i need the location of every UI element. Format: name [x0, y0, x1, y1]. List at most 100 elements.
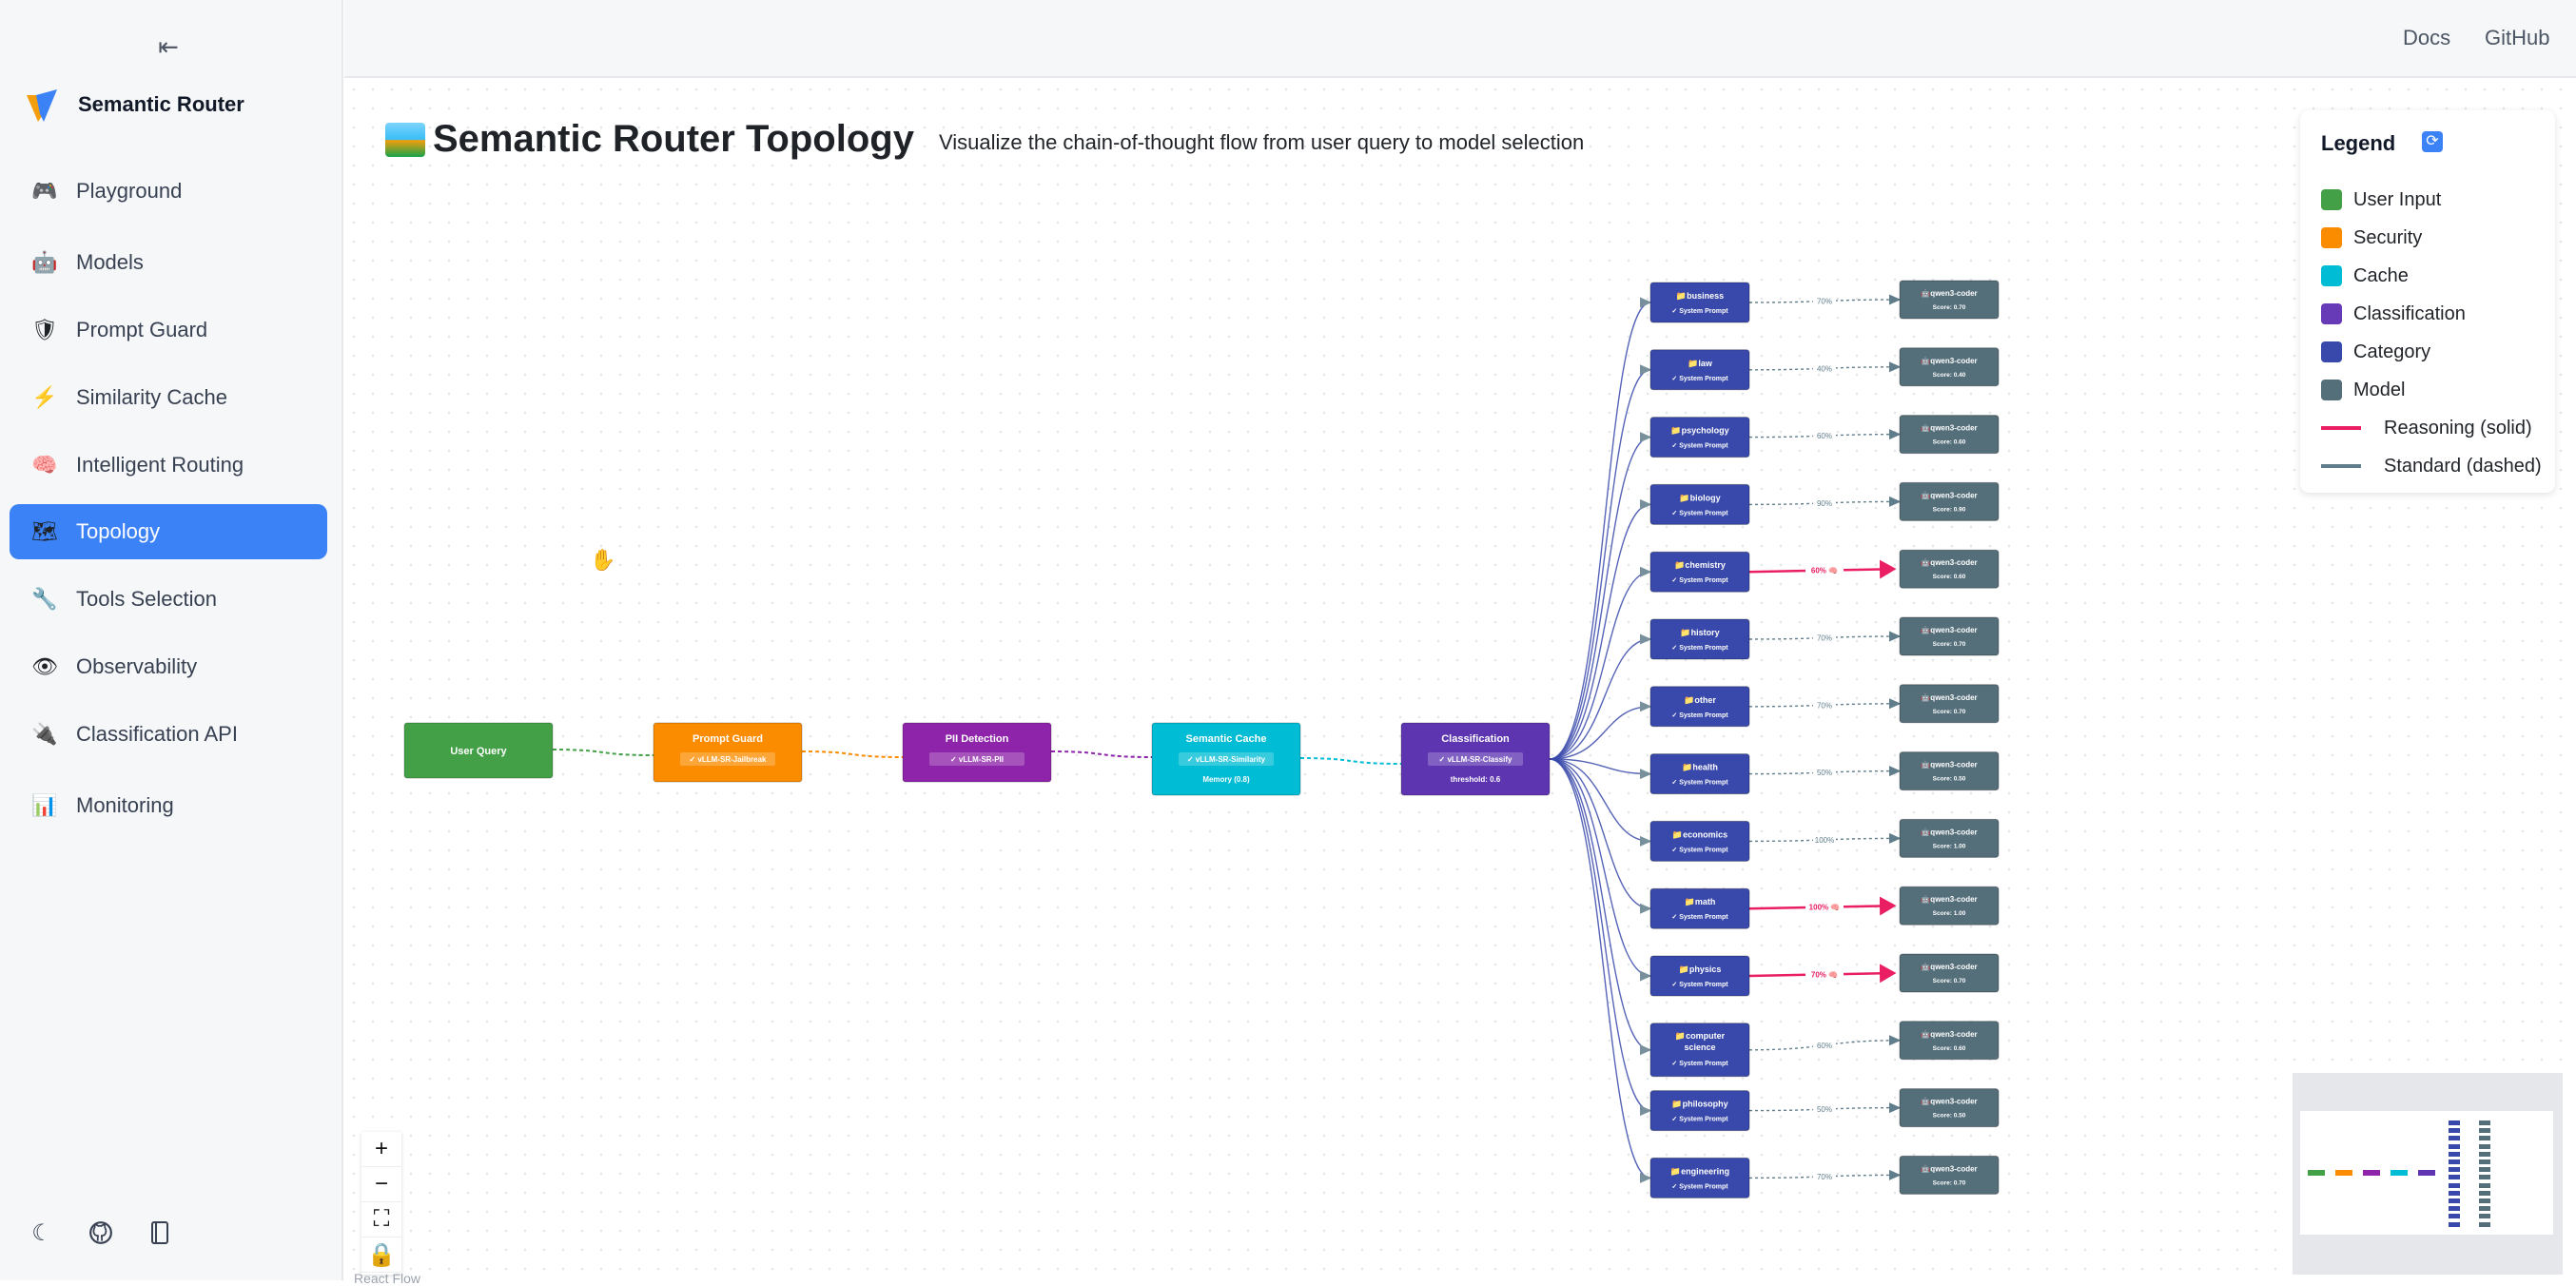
- github-icon[interactable]: [88, 1219, 114, 1246]
- zoom-out-button[interactable]: −: [361, 1167, 401, 1202]
- moon-icon[interactable]: ☾: [31, 1219, 52, 1246]
- category-node[interactable]: 📁philosophy✓ System Prompt: [1649, 1090, 1750, 1132]
- sidebar-item-models[interactable]: 🤖Models: [10, 235, 327, 290]
- category-node[interactable]: 📁economics✓ System Prompt: [1649, 820, 1750, 862]
- model-name: 🤖qwen3-coder: [1921, 557, 1977, 567]
- sidebar-item-label: Similarity Cache: [76, 385, 227, 409]
- category-node[interactable]: 📁engineering✓ System Prompt: [1649, 1157, 1750, 1198]
- edge-percent: 40%: [1817, 364, 1832, 373]
- sidebar-item-similarity-cache[interactable]: ⚡Similarity Cache: [10, 370, 327, 425]
- model-edge: 40%: [1748, 361, 1902, 374]
- hand-cursor-icon: ✋: [590, 548, 615, 572]
- sidebar-item-monitoring[interactable]: 📊Monitoring: [10, 778, 327, 833]
- category-node[interactable]: 📁health✓ System Prompt: [1649, 753, 1750, 795]
- category-node[interactable]: 📁math✓ System Prompt: [1649, 887, 1750, 929]
- category-node[interactable]: 📁other✓ System Prompt: [1649, 686, 1750, 728]
- sidebar-item-prompt-guard[interactable]: 🛡Prompt Guard: [10, 302, 327, 358]
- category-node[interactable]: 📁psychology✓ System Prompt: [1649, 417, 1750, 458]
- docs-link[interactable]: Docs: [2403, 26, 2451, 49]
- brand[interactable]: Semantic Router: [23, 84, 244, 126]
- legend-label: Security: [2353, 226, 2423, 248]
- github-link[interactable]: GitHub: [2485, 26, 2550, 49]
- attribution[interactable]: React Flow: [354, 1271, 421, 1286]
- sidebar-item-classification-api[interactable]: 🔌Classification API: [10, 707, 327, 762]
- category-name: science: [1684, 1042, 1715, 1052]
- category-node[interactable]: 📁chemistry✓ System Prompt: [1649, 551, 1750, 593]
- pipeline-node-pii-detection[interactable]: PII Detection✓ vLLM-SR-PII: [902, 722, 1052, 783]
- category-node[interactable]: 📁law✓ System Prompt: [1649, 349, 1750, 391]
- classification-edge: [1549, 758, 1652, 1117]
- topology-graph[interactable]: 70%40%60%90%60% 🧠70%70%50%100%100% 🧠70% …: [344, 80, 2576, 1280]
- model-edge: 50%: [1748, 1102, 1902, 1115]
- sidebar-item-intelligent-routing[interactable]: 🧠Intelligent Routing: [10, 438, 327, 493]
- sidebar-item-playground[interactable]: 🎮Playground: [10, 164, 327, 219]
- category-sub: ✓ System Prompt: [1671, 914, 1728, 921]
- flow-canvas[interactable]: [344, 80, 2576, 1280]
- map-icon: 🗺: [31, 519, 58, 543]
- category-sub: ✓ System Prompt: [1671, 780, 1728, 787]
- model-edge: 70%: [1748, 1169, 1902, 1181]
- zoom-in-button[interactable]: +: [361, 1132, 401, 1167]
- book-icon[interactable]: [146, 1219, 173, 1246]
- wrench-icon: 🔧: [31, 587, 58, 611]
- category-node[interactable]: 📁history✓ System Prompt: [1649, 618, 1750, 660]
- sidebar: ⇤ Semantic Router 🎮Playground 🤖Models 🛡Pro…: [0, 0, 343, 1280]
- model-edge: 70%: [1748, 698, 1902, 711]
- lock-icon[interactable]: 🔒: [361, 1237, 401, 1273]
- brain-icon: 🧠: [31, 453, 58, 477]
- pipeline-node-semantic-cache[interactable]: Semantic Cache✓ vLLM-SR-SimilarityMemory…: [1151, 722, 1301, 796]
- model-name: 🤖qwen3-coder: [1921, 692, 1977, 702]
- edge-percent: 70%: [1817, 634, 1832, 643]
- model-score: Score: 0.70: [1933, 1179, 1966, 1186]
- sidebar-item-tools-selection[interactable]: 🔧Tools Selection: [10, 572, 327, 627]
- legend-label: Reasoning (solid): [2384, 417, 2532, 438]
- legend-item: User Input: [2321, 188, 2441, 211]
- fit-view-button[interactable]: ⛶: [361, 1202, 401, 1237]
- model-name: 🤖qwen3-coder: [1921, 356, 1977, 365]
- model-name: 🤖qwen3-coder: [1921, 490, 1977, 499]
- pipeline-node-classification[interactable]: Classification✓ vLLM-SR-Classifythreshol…: [1400, 722, 1551, 796]
- category-node[interactable]: 📁biology✓ System Prompt: [1649, 483, 1750, 525]
- model-edge: 50%: [1748, 766, 1902, 778]
- category-sub: ✓ System Prompt: [1671, 376, 1728, 382]
- collapse-sidebar-icon[interactable]: ⇤: [158, 32, 179, 61]
- pipeline-edge: [1050, 750, 1153, 758]
- pipeline-node-user-query[interactable]: User Query: [403, 722, 554, 779]
- minimap-node: [2479, 1198, 2490, 1203]
- robot-icon: 🤖: [31, 250, 58, 274]
- node-title: Prompt Guard: [693, 733, 763, 745]
- category-node[interactable]: 📁business✓ System Prompt: [1649, 282, 1750, 323]
- model-edge: 60%: [1748, 1035, 1902, 1051]
- model-edge: 90%: [1748, 496, 1902, 508]
- sidebar-item-topology[interactable]: 🗺Topology: [10, 504, 327, 559]
- minimap-node: [2449, 1198, 2460, 1203]
- classification-edge: [1549, 758, 1652, 914]
- eye-icon: 👁: [31, 654, 58, 678]
- model-edge: 100% 🧠: [1748, 896, 1897, 916]
- minimap-node: [2449, 1120, 2460, 1125]
- minimap-node: [2335, 1170, 2352, 1176]
- minimap-node: [2479, 1190, 2490, 1196]
- model-score: Score: 0.50: [1933, 776, 1966, 783]
- sidebar-item-observability[interactable]: 👁Observability: [10, 639, 327, 694]
- pipeline-node-prompt-guard[interactable]: Prompt Guard✓ vLLM-SR-Jailbreak: [653, 722, 803, 783]
- refresh-icon[interactable]: ⟳: [2422, 131, 2443, 152]
- minimap[interactable]: [2293, 1073, 2563, 1275]
- category-node[interactable]: 📁physics✓ System Prompt: [1649, 955, 1750, 997]
